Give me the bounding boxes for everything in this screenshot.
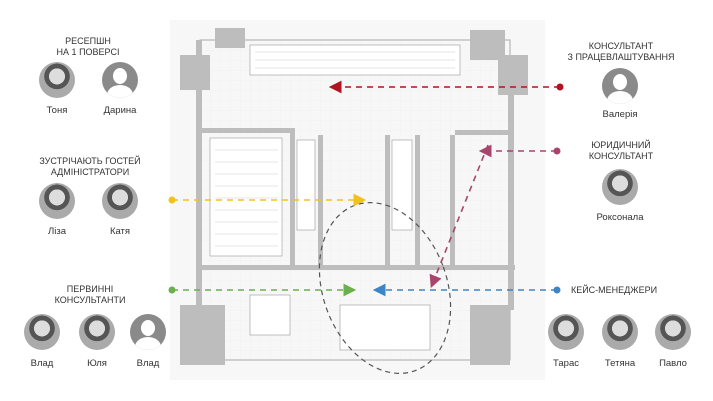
avatar-placeholder-icon [102, 62, 138, 98]
person-name: Дарина [103, 105, 137, 116]
person-name: Тоня [46, 105, 68, 116]
legal-diagonal-arrow [429, 144, 489, 288]
person-name: Павло [659, 358, 687, 369]
avatar [602, 169, 638, 205]
person-name: Влад [136, 358, 160, 369]
person-name: Влад [30, 358, 54, 369]
avatar [548, 314, 584, 350]
avatar [39, 62, 75, 98]
case-title: Кейс-менеджери [570, 285, 658, 295]
avatar [102, 183, 138, 219]
avatar-placeholder-icon [130, 314, 166, 350]
reception-title: Ресепшнна 1 поверсі [56, 36, 120, 57]
person-name: Роксонала [596, 212, 644, 223]
person-name: Катя [109, 226, 131, 237]
avatar [24, 314, 60, 350]
avatar [39, 183, 75, 219]
person-name: Ліза [48, 226, 66, 237]
person-name: Юля [87, 358, 107, 369]
admins-title: Зустрічають гостейадміністратори [39, 156, 141, 177]
avatar [602, 314, 638, 350]
avatar [79, 314, 115, 350]
avatar [655, 314, 691, 350]
primary-title: Первинніконсультанти [54, 284, 126, 305]
legal-title: Юридичнийконсультант [588, 140, 654, 161]
avatar-placeholder-icon [602, 68, 638, 104]
person-name: Тарас [553, 358, 579, 369]
person-name: Валерія [602, 109, 638, 120]
person-name: Тетяна [604, 358, 636, 369]
employment-title: Консультантз працевлаштування [567, 41, 675, 62]
